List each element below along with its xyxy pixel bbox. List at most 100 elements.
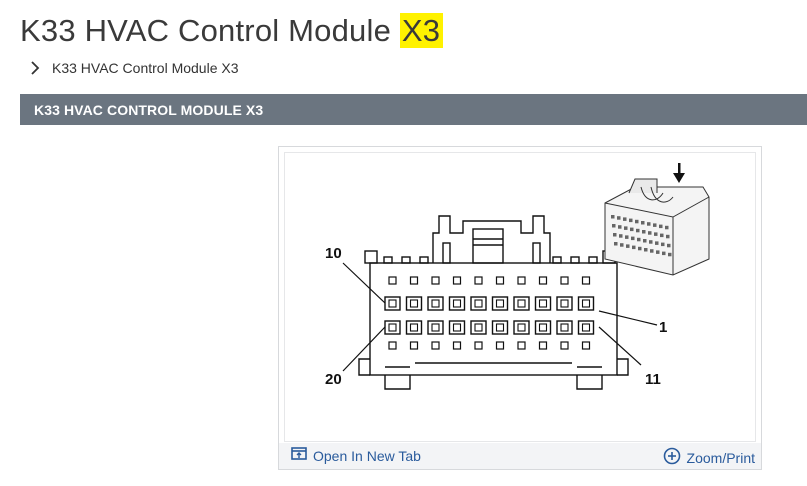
pin-cavity	[470, 320, 487, 335]
inset-cavity	[626, 244, 630, 248]
page-title-highlight: X3	[399, 13, 444, 48]
pin-cavity	[556, 296, 573, 311]
zoom-plus-icon	[663, 447, 681, 468]
top-square	[474, 276, 483, 285]
pin-label-10: 10	[325, 245, 342, 262]
top-square	[388, 276, 397, 285]
pin-cavity	[534, 320, 552, 335]
top-square	[560, 276, 569, 285]
open-new-tab-icon	[291, 447, 307, 464]
top-square	[409, 276, 419, 285]
inset-cavity	[656, 250, 660, 254]
pin-cavity	[556, 320, 573, 335]
pin-cavity	[491, 320, 509, 335]
pin-cavity	[384, 320, 401, 335]
inset-cavity	[650, 249, 654, 253]
inset-cavity	[661, 242, 665, 247]
pin-cavity	[448, 296, 466, 311]
inset-cavity	[649, 240, 653, 244]
inset-cavity	[638, 246, 642, 251]
figure-toolbar: Open In New Tab Zoom/Print	[279, 443, 761, 469]
inset-cavity	[668, 252, 672, 257]
pin-cavity	[427, 296, 444, 311]
pin-label-20: 20	[325, 371, 342, 388]
inset-cavity	[665, 225, 669, 230]
inset-cavity	[662, 251, 666, 256]
pin-cavity	[577, 296, 595, 311]
inset-cavity	[618, 225, 622, 229]
top-square	[538, 276, 548, 285]
chevron-right-icon	[30, 61, 40, 75]
page-title-main: K33 HVAC Control Module	[20, 13, 392, 48]
pin-cavity	[577, 320, 595, 335]
inset-cavity	[631, 236, 635, 241]
page-title: K33 HVAC Control Module X3	[20, 13, 444, 49]
top-square	[581, 276, 591, 285]
top-square	[495, 276, 505, 285]
breadcrumb: K33 HVAC Control Module X3	[30, 60, 239, 76]
inset-cavity	[620, 243, 624, 247]
inset-cavity	[625, 235, 629, 239]
inset-cavity	[612, 224, 616, 228]
pin-cavity	[513, 296, 530, 311]
open-new-tab-label: Open In New Tab	[313, 447, 421, 464]
open-new-tab-link[interactable]: Open In New Tab	[291, 447, 421, 464]
section-header: K33 HVAC CONTROL MODULE X3	[20, 94, 807, 125]
inset-cavity	[659, 224, 663, 229]
inset-cavity	[654, 232, 658, 236]
zoom-print-label: Zoom/Print	[686, 449, 755, 466]
inset-cavity	[624, 226, 628, 230]
zoom-print-link[interactable]: Zoom/Print	[663, 447, 755, 468]
bottom-square	[495, 341, 505, 350]
top-square	[517, 276, 526, 285]
inset-cavity	[643, 239, 647, 243]
section-heading: K33 HVAC CONTROL MODULE X3	[34, 101, 264, 118]
inset-cavity	[666, 234, 670, 239]
pin-cavity	[384, 296, 401, 311]
connector-drawing	[342, 163, 710, 390]
pin-cavity	[513, 320, 530, 335]
breadcrumb-item[interactable]: K33 HVAC Control Module X3	[52, 60, 239, 76]
connector-diagram: 10 20 1 11	[284, 152, 756, 442]
connector-figure: 10 20 1 11 Open In New Tab Zoom/Print	[278, 146, 762, 470]
inset-cavity	[635, 219, 639, 224]
pin-cavity	[405, 320, 423, 335]
bottom-square	[474, 341, 483, 350]
inset-cavity	[613, 233, 617, 237]
inset-cavity	[630, 227, 634, 232]
bottom-square	[431, 341, 440, 350]
pin-cavity	[534, 296, 552, 311]
pin-cavity	[470, 296, 487, 311]
inset-cavity	[642, 230, 646, 234]
bottom-square	[388, 341, 397, 350]
inset-cavity	[632, 245, 636, 250]
inset-cavity	[641, 221, 645, 225]
inset-cavity	[617, 216, 621, 220]
inset-cavity	[636, 228, 640, 233]
inset-cavity	[653, 223, 657, 227]
inset-cavity	[655, 241, 659, 245]
inset-cavity	[648, 231, 652, 235]
inset-cavity	[637, 237, 641, 242]
bottom-square	[560, 341, 569, 350]
inset-cavity	[667, 243, 671, 248]
bottom-square	[581, 341, 591, 350]
inset-cavity	[623, 217, 627, 221]
pin-label-11: 11	[645, 371, 661, 388]
bottom-square	[517, 341, 526, 350]
inset-cavity	[660, 233, 664, 238]
pin-cavity	[448, 320, 466, 335]
inset-cavity	[614, 242, 618, 246]
inset-cavity	[644, 248, 648, 252]
inset-cavity	[611, 215, 615, 219]
pin-cavity	[405, 296, 423, 311]
inset-cavity	[647, 222, 651, 226]
bottom-square	[538, 341, 548, 350]
pin-cavity	[427, 320, 444, 335]
inset-cavity	[619, 234, 623, 238]
top-square	[452, 276, 462, 285]
inset-cavity	[629, 218, 633, 223]
bottom-square	[409, 341, 419, 350]
pin-label-1: 1	[659, 319, 668, 336]
bottom-square	[452, 341, 462, 350]
